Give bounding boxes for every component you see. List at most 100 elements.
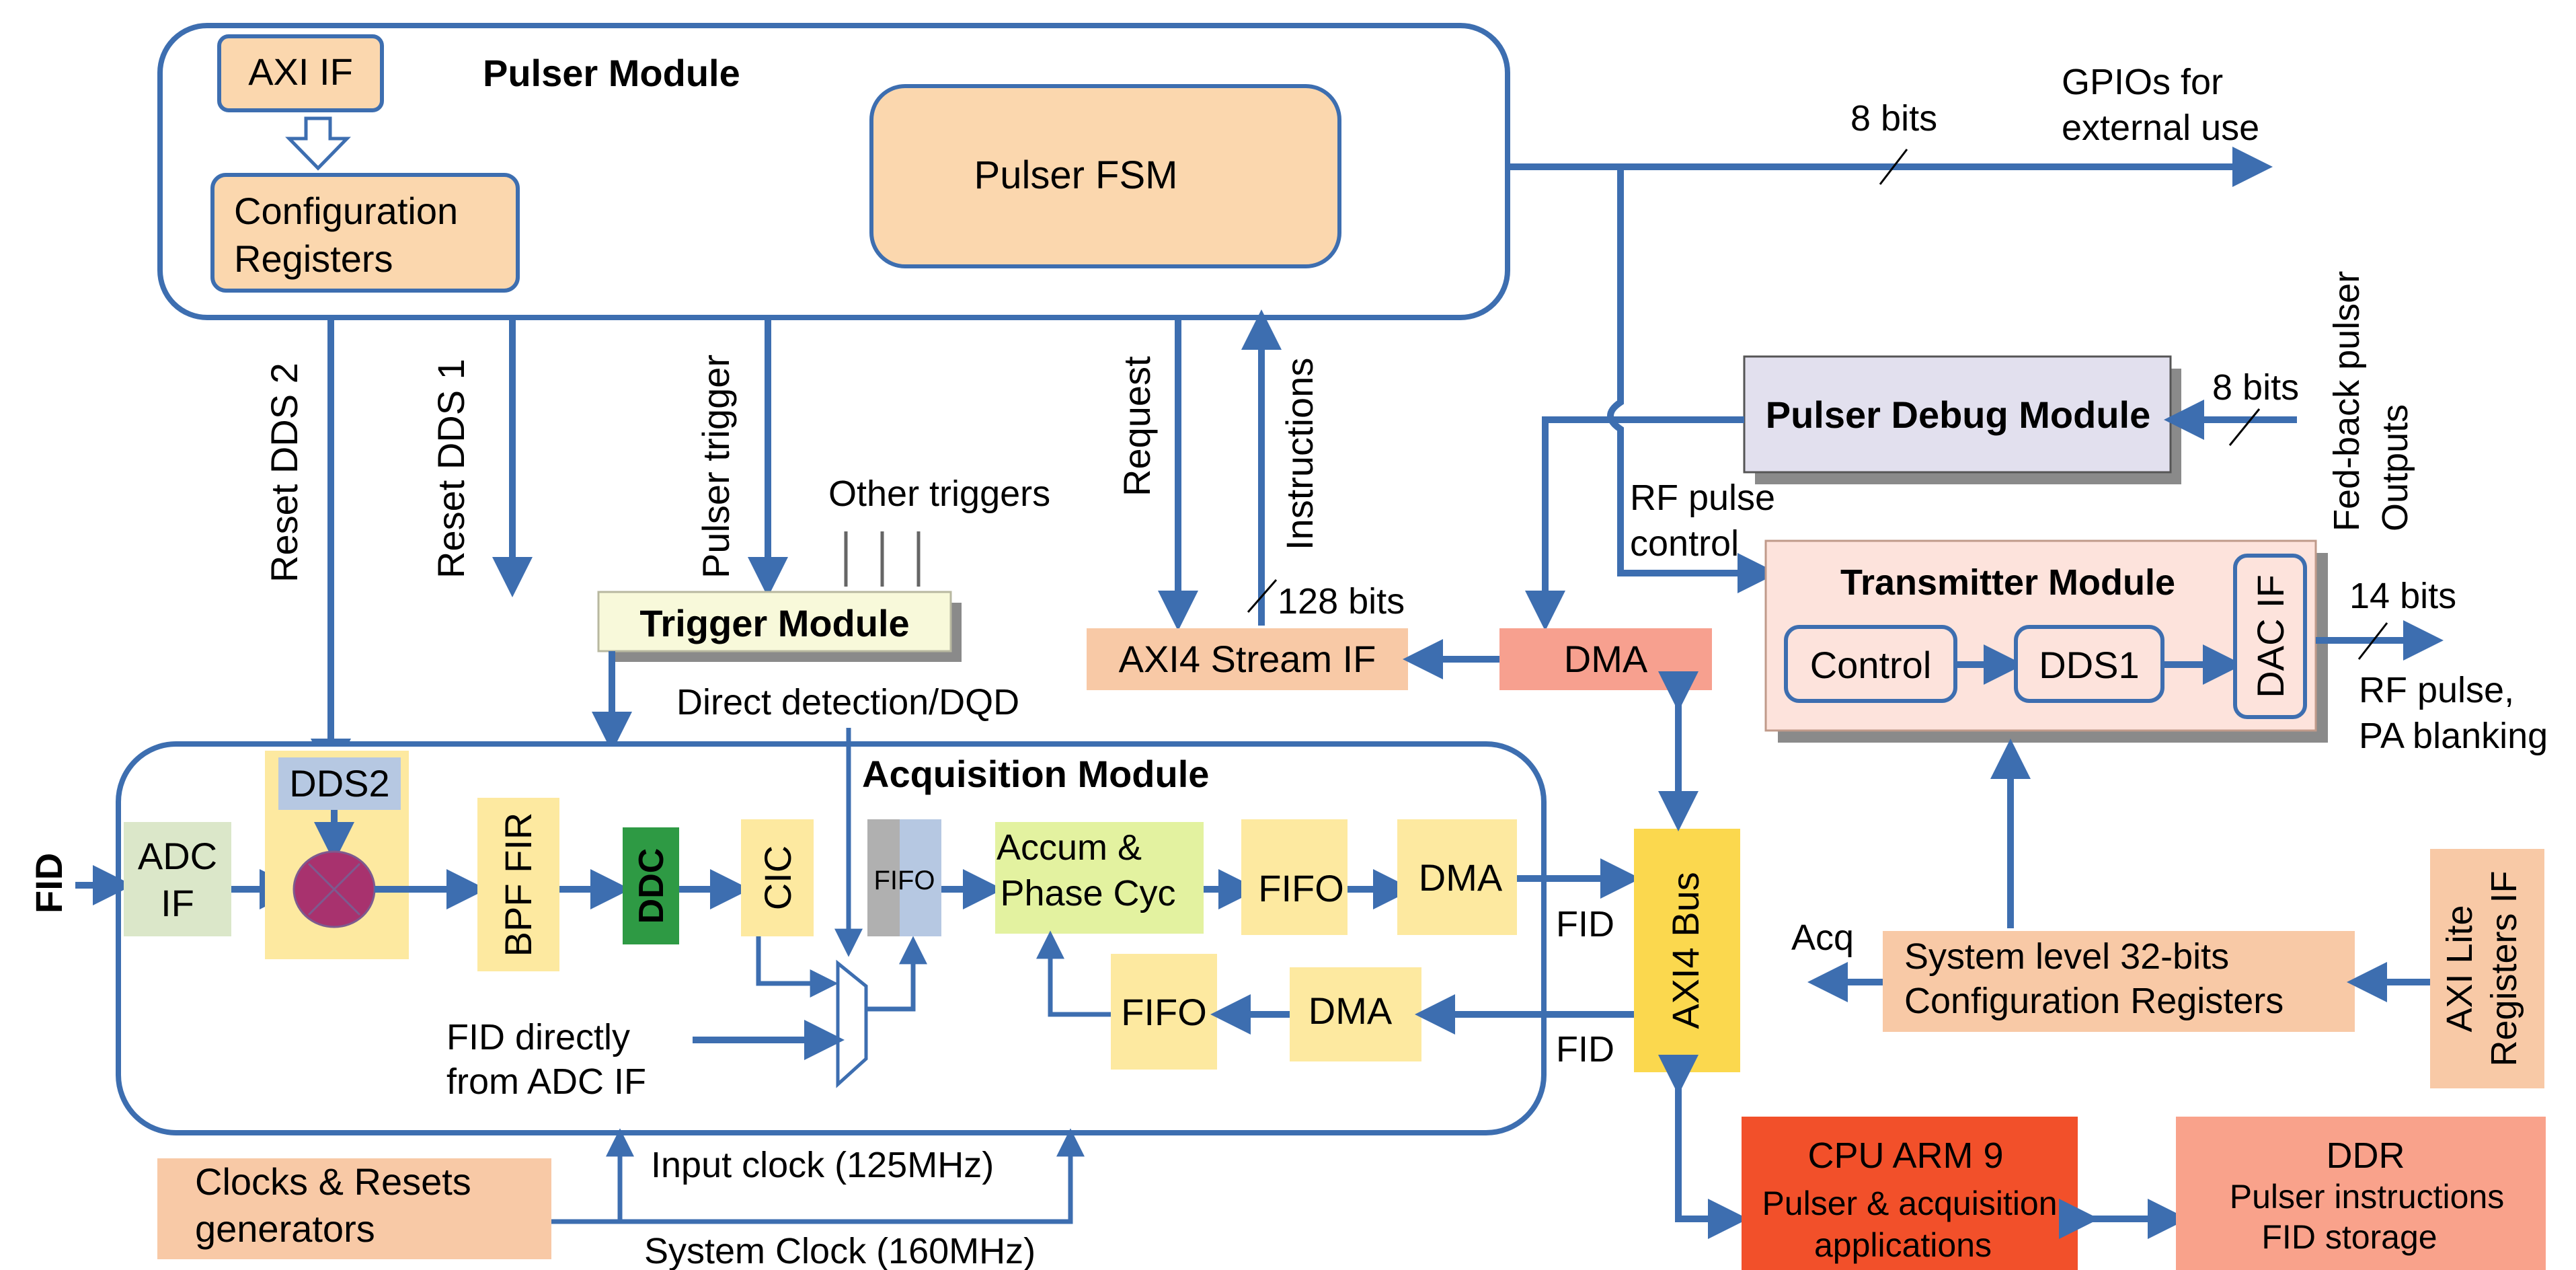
bpf-fir-box	[477, 798, 559, 971]
fifo2-to-accum-line	[1036, 930, 1111, 1017]
system-clock-label: System Clock (160MHz)	[644, 1231, 1036, 1270]
dma1-label: DMA	[1419, 856, 1503, 899]
adc-if-box	[124, 822, 231, 936]
gpio-label-2: external use	[2062, 108, 2259, 148]
cpu-label-2: Pulser & acquisition	[1762, 1185, 2057, 1222]
adc-if-label-1: ADC	[138, 835, 217, 877]
request-label: Request	[1116, 356, 1158, 496]
acquisition-module-title: Acquisition Module	[862, 753, 1209, 795]
instructions-label: Instructions	[1278, 358, 1321, 550]
control-label: Control	[1810, 644, 1932, 686]
fifo1-label: FIFO	[1258, 867, 1344, 909]
axi4-bus-label: AXI4 Bus	[1664, 872, 1707, 1029]
dma1-box	[1397, 819, 1517, 935]
cpu-label-1: CPU ARM 9	[1807, 1135, 2003, 1176]
syscfg-label-2: Configuration Registers	[1904, 981, 2284, 1021]
reset-dds1-label: Reset DDS 1	[430, 359, 472, 578]
hollow-down-arrow	[285, 116, 351, 171]
rf-out-label-2: PA blanking	[2359, 716, 2548, 756]
axi4-stream-box	[1087, 628, 1408, 690]
dds2-label: DDS2	[289, 762, 389, 805]
feedback-label-1: Fed-back pulser	[2327, 271, 2367, 531]
axi-if-label: AXI IF	[248, 50, 353, 93]
fid-bus-bottom-label: FID	[1556, 1029, 1614, 1070]
ddr-label-3: FID storage	[2261, 1218, 2437, 1256]
input-clock-line	[551, 1128, 634, 1224]
dma-top-label: DMA	[1564, 638, 1648, 680]
transmitter-label: Transmitter Module	[1840, 562, 2175, 603]
acq-label: Acq	[1791, 918, 1854, 958]
direct-detection-label: Direct detection/DQD	[676, 682, 1019, 722]
system-clock-line	[620, 1128, 1085, 1224]
ddr-label-1: DDR	[2327, 1135, 2405, 1176]
config-registers-box	[210, 173, 520, 293]
rf-out-label-1: RF pulse,	[2359, 670, 2514, 710]
cic-to-mux-line	[756, 936, 838, 998]
clocks-box	[157, 1158, 551, 1259]
bits-128-tick	[1247, 579, 1278, 613]
gpio-bus-width: 8 bits	[1850, 98, 1937, 139]
bits-8-debug-label: 8 bits	[2212, 367, 2299, 408]
accum-label-1: Accum &	[997, 827, 1142, 868]
bits-14-label: 14 bits	[2349, 576, 2456, 616]
cpu-box	[1742, 1117, 2078, 1270]
accum-box	[995, 822, 1204, 934]
ddc-box	[623, 827, 679, 944]
syscfg-label-1: System level 32-bits	[1904, 936, 2229, 977]
bits-14-tick	[2357, 622, 2388, 660]
axi-if-box	[217, 34, 384, 112]
ddc-label: DDC	[632, 848, 671, 924]
axilite-box	[2430, 849, 2544, 1088]
debug-module-label: Pulser Debug Module	[1766, 394, 2151, 436]
fid-input-label: FID	[28, 853, 70, 913]
cpu-label-3: applications	[1814, 1226, 1992, 1264]
fifo2-box	[1111, 954, 1217, 1070]
config-registers-label-1: Configuration	[234, 190, 458, 232]
axilite-label-2: Registers IF	[2484, 870, 2524, 1066]
reset-dds2-label: Reset DDS 2	[263, 363, 305, 583]
small-fifo-grey	[867, 819, 900, 936]
trigger-module-box	[597, 591, 952, 652]
bits-8-debug-tick	[2228, 408, 2261, 446]
bus-cpu-link	[1658, 1055, 1748, 1239]
rf-control-label-1: RF pulse	[1630, 478, 1775, 518]
adc-if-label-2: IF	[161, 882, 194, 924]
axi4-stream-label: AXI4 Stream IF	[1119, 638, 1376, 680]
bits-128-label: 128 bits	[1278, 581, 1405, 622]
other-triggers-label: Other triggers	[828, 474, 1050, 514]
fifo2-label: FIFO	[1121, 991, 1207, 1033]
clocks-label-1: Clocks & Resets	[195, 1160, 471, 1203]
pulser-module-title: Pulser Module	[483, 52, 740, 94]
cic-box	[741, 819, 814, 936]
mixer-cross-2	[307, 862, 361, 916]
ddr-label-2: Pulser instructions	[2230, 1178, 2505, 1216]
rf-control-label-2: control	[1630, 523, 1739, 564]
debug-to-dma-line	[1525, 416, 1744, 631]
bpf-fir-label: BPF FIR	[497, 813, 539, 957]
input-clock-label: Input clock (125MHz)	[651, 1145, 994, 1185]
debug-module-box	[1743, 355, 2172, 474]
trigger-module-label: Trigger Module	[639, 602, 909, 644]
ddr-box	[2176, 1117, 2546, 1270]
axilite-label-1: AXI Lite	[2440, 905, 2480, 1032]
mux-to-fifo-line	[866, 936, 927, 1012]
dds2-box	[278, 757, 401, 810]
dma2-box	[1290, 967, 1421, 1061]
cic-label: CIC	[756, 846, 799, 910]
gpio-label-1: GPIOs for	[2062, 62, 2223, 102]
pulser-fsm-box	[869, 84, 1341, 268]
clocks-label-2: generators	[195, 1207, 375, 1250]
small-fifo-blue	[900, 819, 941, 936]
pulser-trigger-label: Pulser trigger	[695, 354, 737, 578]
fid-direct-label-2: from ADC IF	[446, 1061, 646, 1102]
dds1-label: DDS1	[2039, 644, 2139, 686]
dma2-label: DMA	[1309, 989, 1393, 1032]
accum-label-2: Phase Cyc	[1000, 873, 1175, 913]
dac-if-label: DAC IF	[2249, 574, 2292, 698]
dac-if-box	[2233, 554, 2307, 719]
small-fifo-label: FIFO	[873, 866, 935, 895]
fid-direct-label-1: FID directly	[446, 1017, 630, 1057]
fid-bus-top-label: FID	[1556, 904, 1614, 944]
axi4-bus-box	[1634, 829, 1740, 1072]
